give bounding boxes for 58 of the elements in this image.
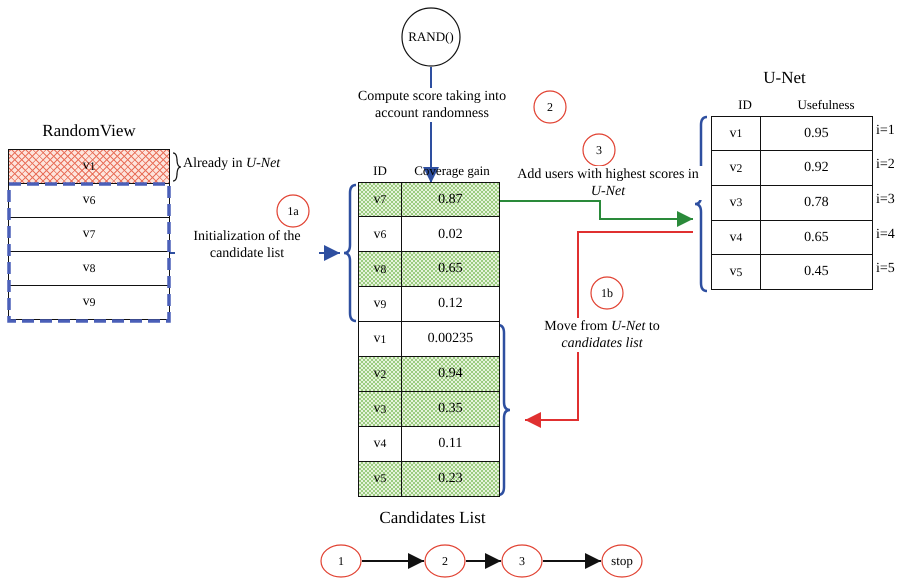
step-circle <box>533 90 567 124</box>
table-row <box>358 216 500 253</box>
step-number: 3 <box>518 553 526 570</box>
side-note: Already in U-Net <box>183 156 280 172</box>
table-row <box>358 321 500 358</box>
step-number: stop <box>610 552 634 570</box>
table-row <box>358 460 500 498</box>
side-note: i=1 <box>876 122 895 138</box>
value-cell-text: 0.94 <box>437 365 464 384</box>
arrow <box>466 553 501 569</box>
column-header: Usefulness <box>797 97 855 112</box>
side-note: i=4 <box>876 226 895 243</box>
value-cell-text: 0.00235 <box>426 330 474 348</box>
table-row <box>358 356 500 392</box>
value-cell-text: 0.12 <box>437 295 464 314</box>
step-number: RAND() <box>407 28 455 46</box>
side-note: i=5 <box>876 261 895 278</box>
value-cell-text: 0.02 <box>437 226 464 244</box>
value-cell-text: 0.11 <box>437 434 464 453</box>
arrow <box>500 200 693 227</box>
table-row <box>358 390 500 428</box>
step-number: 3 <box>595 142 603 159</box>
value-cell-text: 0.65 <box>803 228 830 247</box>
value-cell-text: 0.78 <box>803 194 830 212</box>
step-circle <box>582 133 616 167</box>
value-cell-text: 0.45 <box>803 263 830 282</box>
value-cell-text: 0.35 <box>437 400 464 418</box>
value-cell-text: 0.95 <box>803 124 830 143</box>
step-number: 1b <box>600 285 614 302</box>
value-cell-text: 0.92 <box>803 159 830 178</box>
step-circle <box>590 276 624 310</box>
step-circle <box>424 544 466 578</box>
side-note: i=2 <box>876 157 895 174</box>
step-number: 2 <box>441 553 449 570</box>
step-number: 1a <box>286 203 300 220</box>
table-title: RandomView <box>41 120 137 142</box>
arrow <box>362 553 424 569</box>
table-title: U-Net <box>762 67 807 89</box>
table-row <box>358 251 500 288</box>
table-row <box>358 426 500 462</box>
value-cell-text: 0.87 <box>437 190 464 209</box>
step-circle <box>601 544 643 578</box>
column-header: ID <box>373 163 387 178</box>
step-number: 1 <box>337 553 345 570</box>
step-circle <box>320 544 362 578</box>
column-header: ID <box>738 97 752 112</box>
table-title: Candidates List <box>378 507 487 529</box>
table-row <box>358 286 500 323</box>
table-row <box>358 182 500 218</box>
arrow <box>543 553 601 569</box>
value-cell-text: 0.65 <box>437 260 464 278</box>
step-circle <box>501 544 543 578</box>
step-number: 2 <box>546 99 554 116</box>
value-cell-text: 0.23 <box>437 470 464 488</box>
arrow <box>525 231 693 428</box>
side-note: i=3 <box>876 192 895 208</box>
step-circle <box>401 7 461 67</box>
step-circle <box>276 194 310 228</box>
